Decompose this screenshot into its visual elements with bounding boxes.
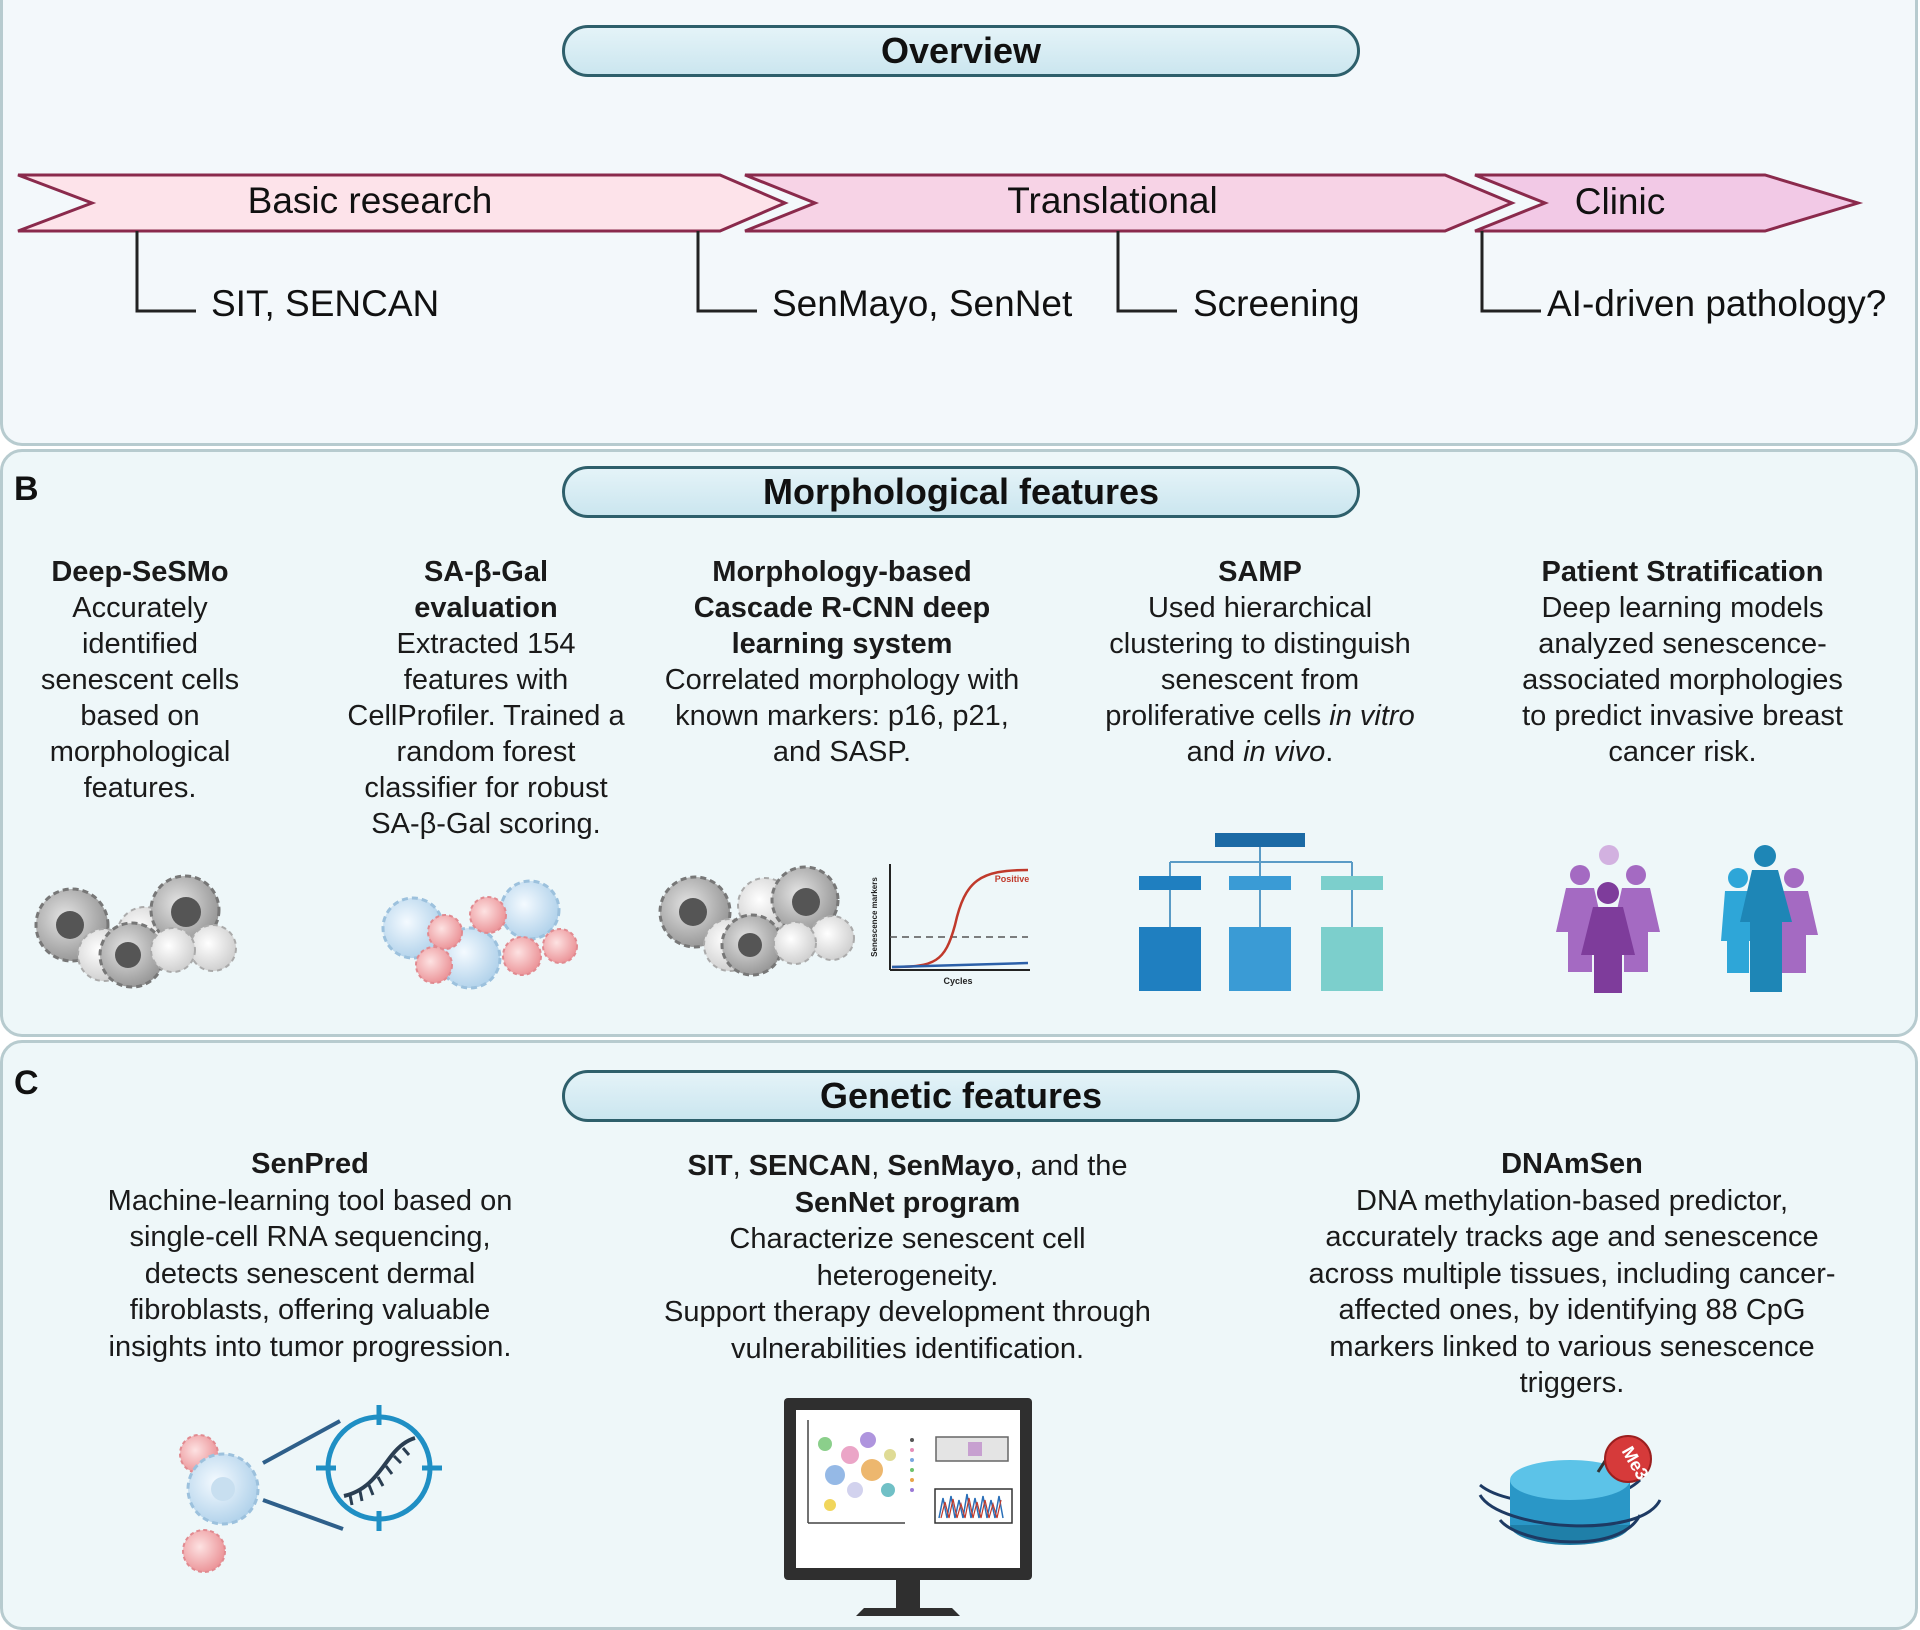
col-samp-title: SAMP — [1218, 556, 1302, 588]
marker-chart-icon: Positive Cycles Senescence markers — [870, 864, 1030, 986]
stage-basic-research: Basic research — [247, 180, 493, 221]
connector-senmayo — [696, 231, 757, 313]
col-deep-sesmo-text: Accurately identified senescent cells ba… — [40, 592, 240, 804]
col-senpred: SenPred Machine-learning tool based on s… — [95, 1146, 525, 1365]
cell-cluster-icon — [34, 874, 237, 989]
col-senpred-title: SenPred — [251, 1148, 369, 1180]
col-cascade-rcnn-title: Morphology-based Cascade R-CNN deep lear… — [693, 556, 991, 660]
col-deep-sesmo-title: Deep-SeSMo — [51, 556, 229, 588]
col-samp-text: Used hierarchical clustering to distingu… — [1105, 592, 1415, 768]
rna-sequencing-icon — [179, 1405, 442, 1573]
col-sa-beta-gal: SA-β-Gal evaluation Extracted 154 featur… — [346, 554, 626, 842]
arrow-basic-research — [17, 173, 789, 233]
patient-group-blue-icon — [1721, 845, 1818, 992]
col-cascade-rcnn-text: Correlated morphology with known markers… — [664, 664, 1020, 768]
sub-screening: Screening — [1193, 283, 1360, 324]
chart-series-label: Positive — [995, 874, 1030, 884]
sub-senmayo-sennet: SenMayo, SenNet — [772, 283, 1073, 324]
patient-group-purple-icon — [1556, 845, 1660, 993]
connector-screening — [1116, 231, 1177, 313]
genetic-title: Genetic features — [562, 1070, 1360, 1122]
col-patient-stratification-title: Patient Stratification — [1541, 556, 1824, 588]
col-cascade-rcnn: Morphology-based Cascade R-CNN deep lear… — [662, 554, 1022, 770]
col-sit-sencan: SIT, SENCAN, SenMayo, and the SenNet pro… — [650, 1148, 1165, 1367]
stage-clinic: Clinic — [1574, 181, 1666, 222]
col-deep-sesmo: Deep-SeSMo Accurately identified senesce… — [20, 554, 260, 806]
chart-ylabel: Senescence markers — [870, 877, 879, 957]
cell-cluster-icon-2 — [658, 865, 855, 977]
methylation-icon: Me3 — [1478, 1435, 1662, 1545]
col-patient-stratification: Patient Stratification Deep learning mod… — [1510, 554, 1855, 770]
col-dnamsen: DNAmSen DNA methylation-based predictor,… — [1298, 1146, 1846, 1402]
col-senpred-text: Machine-learning tool based on single-ce… — [107, 1184, 513, 1363]
connector-ai — [1480, 231, 1541, 313]
sub-sit-sencan: SIT, SENCAN — [211, 283, 440, 324]
col-sit-line4: Support therapy development through vuln… — [664, 1296, 1151, 1365]
col-sit-sencan-heading: SIT, SENCAN, SenMayo, and the — [687, 1150, 1128, 1182]
panel-letter-c: C — [14, 1064, 39, 1102]
col-sa-beta-gal-text: Extracted 154 features with CellProfiler… — [347, 628, 625, 840]
col-sit-line3: Characterize senescent cell heterogeneit… — [729, 1223, 1086, 1292]
connector-sit — [135, 231, 196, 313]
col-samp: SAMP Used hierarchical clustering to dis… — [1090, 554, 1430, 770]
col-sennet-program: SenNet program — [794, 1186, 1021, 1219]
col-dnamsen-text: DNA methylation-based predictor, accurat… — [1308, 1184, 1836, 1400]
stained-cells-icon — [381, 879, 578, 990]
chart-xlabel: Cycles — [943, 976, 972, 986]
col-patient-stratification-text: Deep learning models analyzed senescence… — [1522, 592, 1843, 768]
overview-title: Overview — [562, 25, 1360, 77]
monitor-icon — [784, 1398, 1032, 1616]
stage-translational: Translational — [1007, 180, 1218, 221]
arrow-clinic — [1474, 173, 1864, 233]
col-sa-beta-gal-title: SA-β-Gal evaluation — [414, 556, 558, 624]
col-dnamsen-title: DNAmSen — [1501, 1148, 1643, 1180]
hierarchy-icon — [1139, 833, 1383, 991]
sub-ai-pathology: AI-driven pathology? — [1547, 283, 1887, 324]
arrow-translational — [744, 173, 1516, 233]
panel-letter-b: B — [14, 470, 39, 508]
morphological-title: Morphological features — [562, 466, 1360, 518]
umap-scatter — [818, 1432, 896, 1511]
